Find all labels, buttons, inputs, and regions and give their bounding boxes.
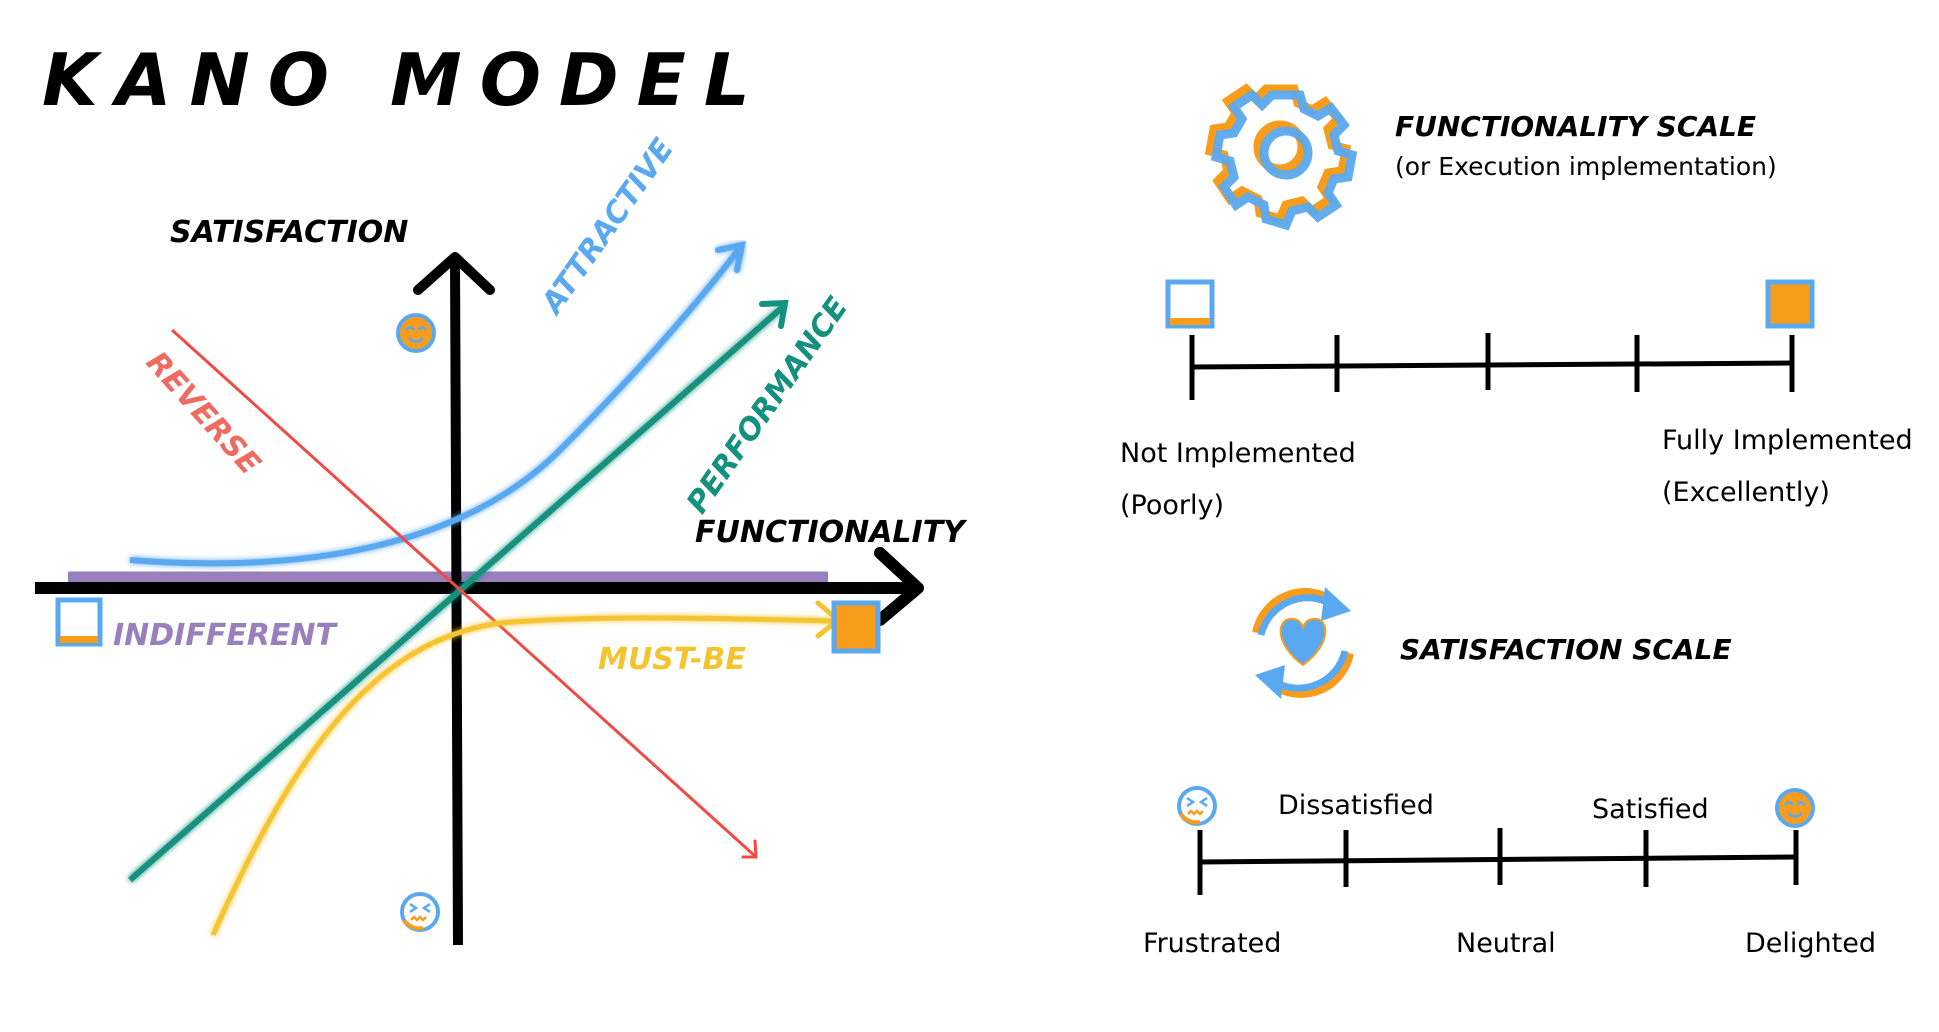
not-implemented-box-icon [1165,279,1215,329]
performance-line [128,302,787,883]
frustrated-face-scale-icon [1177,786,1217,826]
page-title: KANO MODEL [42,38,768,122]
x-axis-label: Functionality [695,515,965,550]
attractive-curve [129,246,743,567]
y-axis-label: Satisfaction [170,215,409,250]
functionality-scale-bar [1189,333,1795,400]
not-implemented-label: Not Implemented (Poorly) [1120,438,1356,521]
indifferent-label: Indifferent [113,618,336,653]
functionality-scale-subtitle: (or Execution implementation) [1395,152,1777,181]
performance-arrowhead [759,299,789,329]
dissatisfied-label: Dissatisfied [1278,790,1434,821]
must-be-label: Must-be [598,642,746,677]
must-be-curve [210,615,839,937]
satisfaction-scale-bar [1197,828,1799,895]
delighted-face-icon [396,313,436,353]
satisfied-label: Satisfied [1592,794,1709,825]
fully-implemented-label: Fully Implemented (Excellently) [1662,425,1913,508]
frustrated-face-icon [400,892,440,932]
attractive-arrowhead [715,241,746,273]
delighted-face-scale-icon [1775,788,1815,828]
reverse-arrowhead [741,839,758,859]
x-axis-arrowhead [874,547,924,626]
y-axis-arrowhead [413,252,495,295]
reverse-line [170,328,757,858]
delighted-label: Delighted [1745,928,1876,959]
satisfaction-scale-title: Satisfaction Scale [1400,633,1732,666]
neutral-label: Neutral [1456,928,1556,959]
frustrated-label: Frustrated [1143,928,1282,959]
full-box-icon [831,600,881,654]
empty-box-icon [55,597,103,647]
heart-cycle-icon [1252,587,1354,699]
functionality-scale-title: Functionality Scale [1395,110,1757,143]
y-axis [450,261,463,946]
gear-icon [1204,83,1358,231]
fully-implemented-box-icon [1765,279,1815,329]
